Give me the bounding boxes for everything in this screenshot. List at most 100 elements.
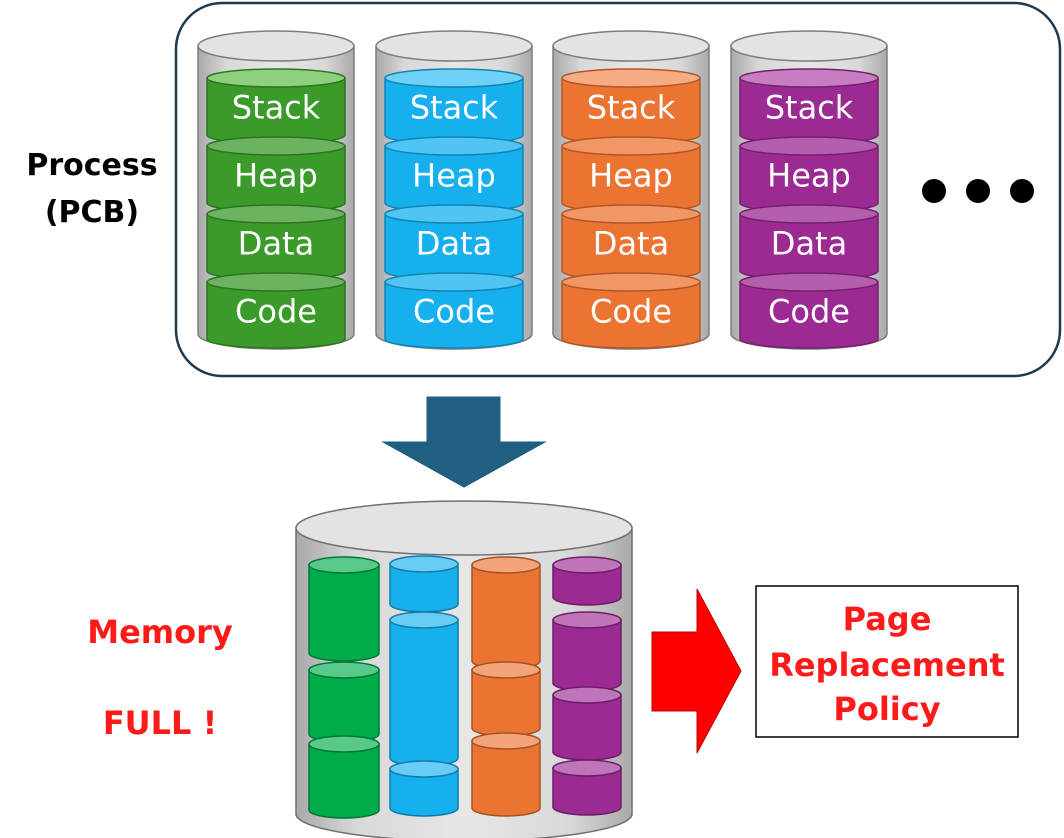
segment-heap-top [739, 136, 879, 156]
memory-page-block-top [552, 556, 622, 574]
segment-code-body [384, 281, 524, 349]
memory-page-block-top [552, 759, 622, 777]
segment-heap-top [561, 136, 701, 156]
memory-page-block-body [471, 669, 541, 737]
segment-stack [384, 68, 524, 145]
memory-page-block [552, 686, 622, 761]
segment-stack-top [384, 68, 524, 88]
segment-label: Data [593, 225, 669, 263]
segment-label: Heap [767, 157, 851, 195]
segment-code-body [739, 281, 879, 349]
process-outer-cylinder-top [552, 30, 710, 62]
memory-column-purple [552, 556, 622, 816]
segment-label: Code [768, 293, 850, 331]
memory-page-block-body [389, 768, 459, 817]
memory-outer-cylinder-body [295, 527, 633, 838]
memory-page-block [471, 556, 541, 670]
memory-page-block-body [308, 743, 380, 819]
segment-data-top [561, 204, 701, 224]
segment-data [384, 204, 524, 281]
segment-data-top [739, 204, 879, 224]
process-label-line2: (PCB) [45, 195, 139, 230]
segment-data-top [206, 204, 346, 224]
segment-code [384, 272, 524, 349]
memory-cylinder [295, 500, 633, 838]
memory-page-block-top [308, 556, 380, 574]
memory-column-blue [389, 555, 459, 817]
segment-label: Data [771, 225, 847, 263]
memory-label-line1: Memory [87, 613, 233, 651]
segment-heap-top [384, 136, 524, 156]
memory-page-block [471, 732, 541, 817]
memory-page-block-top [471, 556, 541, 574]
memory-page-block-body [552, 564, 622, 606]
memory-page-block-body [471, 740, 541, 817]
segment-code-top [739, 272, 879, 292]
ellipsis-dots [922, 179, 1034, 203]
memory-page-block [471, 661, 541, 737]
segment-label: Heap [589, 157, 673, 195]
memory-outer-cylinder-top [295, 500, 633, 556]
memory-page-block-top [552, 611, 622, 629]
memory-page-block [552, 759, 622, 816]
ellipsis-dot [966, 179, 990, 203]
policy-line1: Page [843, 600, 932, 638]
memory-page-block-top [389, 611, 459, 629]
memory-column-orange [471, 556, 541, 817]
process-label-line1: Process [26, 148, 157, 183]
memory-page-block [389, 611, 459, 767]
policy-line3: Policy [833, 690, 940, 728]
memory-page-block-body [471, 564, 541, 670]
memory-page-block-top [308, 661, 380, 679]
segment-heap [561, 136, 701, 213]
segment-code [739, 272, 879, 349]
segment-label: Code [590, 293, 672, 331]
segment-code [561, 272, 701, 349]
segment-heap [739, 136, 879, 213]
memory-page-block [389, 760, 459, 817]
segment-data-top [384, 204, 524, 224]
segment-code-body [206, 281, 346, 349]
memory-page-block-body [308, 564, 380, 662]
memory-page-block-body [552, 694, 622, 761]
memory-page-block-body [308, 669, 380, 743]
memory-page-block-body [552, 619, 622, 692]
ellipsis-dot [922, 179, 946, 203]
segment-label: Stack [765, 89, 854, 127]
policy-line2: Replacement [769, 646, 1005, 684]
segment-code-top [384, 272, 524, 292]
segment-stack [561, 68, 701, 145]
segment-code-body [561, 281, 701, 349]
right-arrow-icon [651, 588, 742, 754]
segment-code [206, 272, 346, 349]
segment-heap [384, 136, 524, 213]
memory-label-line2: FULL ! [103, 704, 217, 742]
segment-label: Data [238, 225, 314, 263]
memory-page-block-body [389, 619, 459, 767]
memory-page-block-top [308, 735, 380, 753]
segment-label: Stack [410, 89, 499, 127]
segment-code-top [561, 272, 701, 292]
ellipsis-dot [1010, 179, 1034, 203]
memory-column-green [308, 556, 380, 819]
memory-page-block [308, 556, 380, 662]
segment-stack-top [206, 68, 346, 88]
segment-code-top [206, 272, 346, 292]
segment-heap [206, 136, 346, 213]
process-cylinders: StackHeapDataCodeStackHeapDataCodeStackH… [197, 30, 888, 350]
segment-label: Data [416, 225, 492, 263]
memory-page-block-top [552, 686, 622, 704]
memory-page-block-top [389, 760, 459, 778]
process-outer-cylinder-top [730, 30, 888, 62]
segment-stack [739, 68, 879, 145]
policy-box [755, 585, 1019, 738]
segment-stack-top [739, 68, 879, 88]
memory-page-block-top [471, 661, 541, 679]
segment-label: Heap [412, 157, 496, 195]
down-arrow-icon [381, 396, 547, 488]
segment-stack-top [561, 68, 701, 88]
